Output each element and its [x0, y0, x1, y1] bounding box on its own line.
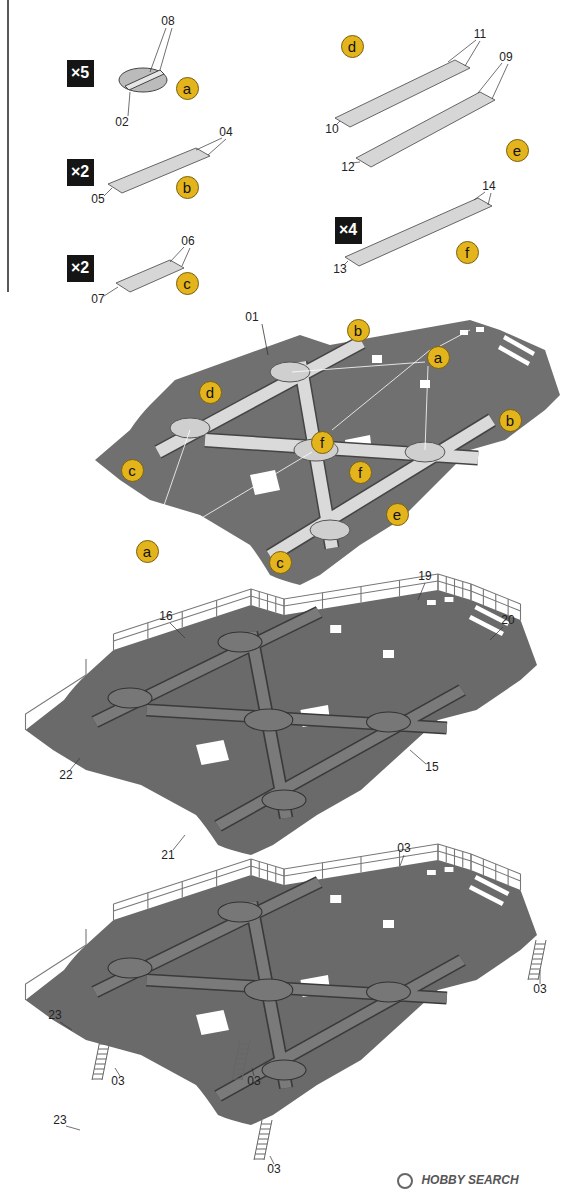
node-text: c: [183, 276, 191, 291]
part-letter: a: [427, 346, 450, 369]
callout-number: 15: [425, 761, 438, 774]
part-letter: c: [176, 272, 199, 295]
callout-number: 20: [501, 614, 514, 627]
callout-number: 14: [482, 180, 495, 193]
node-text: b: [354, 323, 362, 338]
quantity-badge: ×2: [67, 255, 94, 282]
callout-number: 23: [48, 1009, 61, 1022]
part-letter: b: [347, 319, 370, 342]
node-text: f: [358, 465, 362, 480]
callout-number: 07: [91, 293, 104, 306]
node-text: ×4: [339, 222, 357, 238]
callout-number: 11: [474, 28, 486, 41]
part-letter: a: [176, 77, 199, 100]
quantity-badge: ×5: [67, 60, 94, 87]
node-text: ×2: [71, 260, 89, 276]
callout-number: 03: [247, 1075, 260, 1088]
part-letter: d: [199, 381, 222, 404]
node-text: ×2: [71, 164, 89, 180]
node-text: b: [506, 413, 514, 428]
node-text: ×5: [71, 65, 89, 81]
node-text: a: [183, 81, 191, 96]
node-text: d: [206, 385, 214, 400]
part-letter: f: [311, 431, 334, 454]
part-letter: f: [349, 461, 372, 484]
callout-number: 19: [418, 570, 431, 583]
part-letter: c: [269, 551, 292, 574]
node-text: d: [348, 39, 356, 54]
part-letter: c: [121, 459, 144, 482]
callout-number: 04: [219, 126, 232, 139]
node-text: c: [128, 463, 136, 478]
part-letter: e: [506, 139, 529, 162]
callout-number: 06: [181, 235, 194, 248]
callout-number: 03: [533, 983, 546, 996]
part-letter: b: [499, 409, 522, 432]
watermark: HOBBY SEARCH: [421, 1174, 518, 1187]
callout-number: 03: [267, 1163, 280, 1176]
node-text: f: [465, 245, 469, 260]
callout-number: 03: [397, 842, 410, 855]
node-text: b: [183, 180, 191, 195]
callout-number: 05: [91, 193, 104, 206]
callout-number: 22: [59, 769, 72, 782]
part-letter: d: [341, 35, 364, 58]
callout-number: 16: [159, 610, 172, 623]
node-text: c: [276, 555, 284, 570]
part-letter: a: [136, 540, 159, 563]
node-text: e: [393, 507, 401, 522]
quantity-badge: ×2: [67, 159, 94, 186]
callout-number: 09: [499, 51, 512, 64]
callout-number: 21: [161, 849, 174, 862]
part-letter: b: [176, 176, 199, 199]
node-text: a: [143, 544, 151, 559]
node-text: a: [434, 350, 442, 365]
callout-number: 10: [325, 123, 338, 136]
callout-number: 02: [115, 116, 128, 129]
callout-number: 08: [161, 15, 174, 28]
callout-number: 23: [53, 1114, 66, 1127]
part-letter: f: [456, 241, 479, 264]
node-text: e: [513, 143, 521, 158]
part-letter: e: [386, 503, 409, 526]
node-text: f: [320, 435, 324, 450]
callout-number: 03: [111, 1075, 124, 1088]
quantity-badge: ×4: [335, 217, 362, 244]
callout-number: 01: [245, 311, 258, 324]
callout-number: 12: [341, 161, 354, 174]
callout-number: 13: [333, 263, 346, 276]
